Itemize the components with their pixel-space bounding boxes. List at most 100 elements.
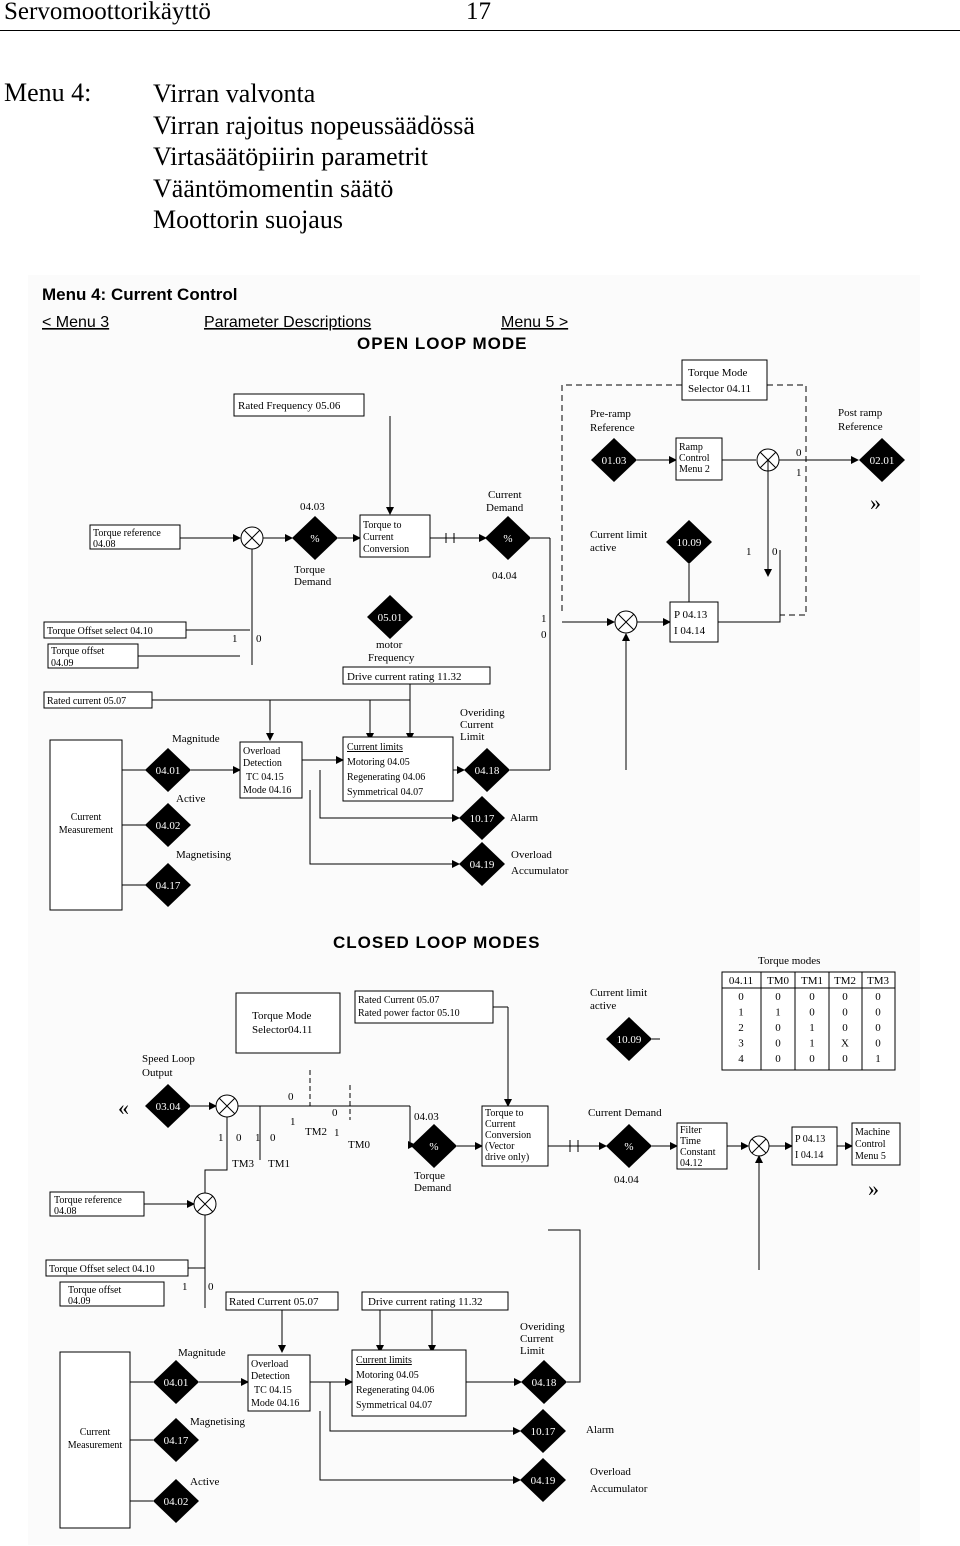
svg-text:0: 0 — [332, 1107, 338, 1119]
overload-detection-line1: Overload — [251, 1359, 288, 1370]
overload-detection-line4: Mode 04.16 — [243, 785, 291, 796]
pi-i-label: I 04.14 — [674, 625, 706, 637]
param-04-03-label: 04.03 — [414, 1111, 439, 1123]
torque-demand-line1: Torque — [414, 1170, 445, 1182]
current-limits-line3: Regenerating 04.06 — [356, 1385, 434, 1396]
param-02-01-label: 02.01 — [870, 455, 895, 467]
svg-text:0: 0 — [796, 447, 802, 459]
current-limits-box — [342, 736, 454, 802]
table-cell: 1 — [775, 1007, 781, 1019]
closed-loop-section: CLOSED LOOP MODES Torque modes 04.11 TM0… — [45, 933, 901, 1529]
forward-arrows-icon: » — [870, 490, 881, 515]
menu-topic: Virtasäätöpiirin parametrit — [153, 142, 428, 171]
table-header: TM2 — [834, 975, 856, 987]
param-10-09-diamond — [606, 1017, 652, 1061]
overload-detection-line4: Mode 04.16 — [251, 1398, 299, 1409]
svg-text:1: 1 — [746, 546, 752, 558]
current-limit-active-line1: Current limit — [590, 529, 647, 541]
param-10-09-label: 10.09 — [677, 537, 702, 549]
svg-text:0: 0 — [541, 629, 547, 641]
torque-to-current-line1: Torque to — [363, 520, 401, 531]
table-header: TM3 — [867, 975, 890, 987]
pre-ramp-line1: Pre-ramp — [590, 408, 631, 420]
closed-loop-heading: CLOSED LOOP MODES — [333, 933, 541, 952]
torque-demand-diamond — [411, 1124, 457, 1168]
overriding-line2: Current — [520, 1333, 554, 1345]
param-05-01-diamond — [367, 595, 413, 639]
table-cell: 4 — [738, 1053, 744, 1065]
overload-accumulator-line2: Accumulator — [511, 865, 569, 877]
magnetising-label: Magnetising — [176, 849, 231, 861]
table-cell: 1 — [875, 1053, 881, 1065]
param-04-02-diamond — [153, 1479, 199, 1523]
torque-to-current-line3: Conversion — [363, 544, 409, 555]
param-10-17-label: 10.17 — [470, 813, 495, 825]
active-label: Active — [176, 793, 205, 805]
svg-text:0: 0 — [772, 546, 778, 558]
current-demand-line1: Current — [488, 489, 522, 501]
torque-offset-line1: Torque offset — [51, 646, 104, 657]
svg-text:1: 1 — [255, 1132, 261, 1144]
overload-detection-box — [247, 1354, 311, 1412]
table-cell: 0 — [775, 1053, 781, 1065]
overriding-line3: Limit — [460, 731, 484, 743]
tm1-label: TM1 — [268, 1158, 290, 1170]
table-cell: 0 — [775, 1038, 781, 1050]
nav-parameter-descriptions-link[interactable]: Parameter Descriptions — [204, 314, 371, 331]
svg-text:0: 0 — [208, 1281, 214, 1293]
current-limit-active-line1: Current limit — [590, 987, 647, 999]
table-cell: 1 — [738, 1007, 744, 1019]
current-measurement-line1: Current — [80, 1427, 111, 1438]
table-cell: 0 — [842, 1007, 848, 1019]
overload-accumulator-line1: Overload — [511, 849, 552, 861]
current-measurement-block — [59, 1351, 131, 1529]
torque-to-current-line1: Torque to — [485, 1108, 523, 1119]
torque-demand-line2: Demand — [294, 576, 332, 588]
torque-to-current-line2: Current — [485, 1119, 516, 1130]
torque-offset-select-label: Torque Offset select 04.10 — [49, 1264, 155, 1275]
machine-control-line1: Machine — [855, 1127, 891, 1138]
table-header: 04.11 — [729, 975, 753, 987]
menu-label: Menu 4: — [4, 78, 92, 107]
torque-to-current-line3: Conversion — [485, 1130, 531, 1141]
tm0-label: TM0 — [348, 1139, 371, 1151]
svg-text:0: 0 — [270, 1132, 276, 1144]
open-loop-section: OPEN LOOP MODE Rated Frequency 05.06 Tor… — [43, 334, 905, 911]
current-measurement-line2: Measurement — [68, 1440, 123, 1451]
torque-mode-selector-line2: Selector04.11 — [252, 1024, 312, 1036]
overriding-line1: Overiding — [520, 1321, 565, 1333]
torque-to-current-line5: drive only) — [485, 1152, 529, 1163]
table-cell: 0 — [809, 1053, 815, 1065]
param-10-17-diamond — [459, 796, 505, 840]
param-01-03-label: 01.03 — [602, 455, 627, 467]
torque-to-current-line4: (Vector — [485, 1141, 515, 1152]
magnitude-label: Magnitude — [172, 733, 220, 745]
torque-demand-line1: Torque — [294, 564, 325, 576]
current-demand-line2: Demand — [486, 502, 524, 514]
rated-frequency-box — [233, 393, 365, 417]
nav-next-link[interactable]: Menu 5 > — [501, 314, 568, 331]
nav-prev-link[interactable]: < Menu 3 — [42, 314, 109, 331]
table-cell: 0 — [875, 1038, 881, 1050]
svg-text:1: 1 — [232, 633, 238, 645]
table-cell: 0 — [842, 991, 848, 1003]
current-demand-diamond — [606, 1124, 652, 1168]
pi-gains-box — [791, 1126, 838, 1166]
table-cell: 1 — [809, 1038, 815, 1050]
torque-reference-line2: 04.08 — [54, 1206, 77, 1217]
drive-current-rating-label: Drive current rating 11.32 — [347, 671, 461, 683]
param-04-17-diamond — [153, 1418, 199, 1462]
filter-line1: Filter — [680, 1125, 702, 1136]
param-04-01-label: 04.01 — [156, 765, 181, 777]
param-04-18-diamond — [464, 748, 510, 792]
current-limits-box — [351, 1349, 467, 1417]
param-04-04-label: 04.04 — [614, 1174, 639, 1186]
active-label: Active — [190, 1476, 219, 1488]
svg-text:%: % — [429, 1141, 438, 1153]
current-measurement-line1: Current — [71, 812, 102, 823]
current-limit-active-line2: active — [590, 1000, 616, 1012]
param-04-18-diamond — [521, 1360, 567, 1404]
current-limits-line1: Current limits — [347, 742, 403, 753]
drive-current-rating-box — [361, 1291, 509, 1311]
